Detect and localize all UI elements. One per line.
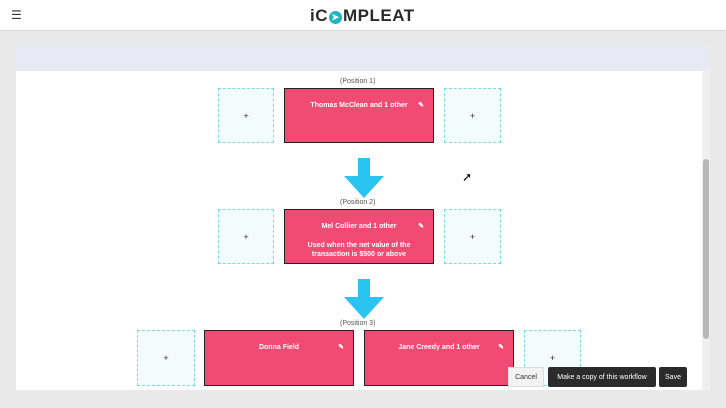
plus-icon: + [549,353,556,363]
logo-o-icon: ➤ [329,11,342,24]
position-label: (Position 1) [340,78,376,85]
position-label: (Position 2) [340,199,376,206]
panel-header [16,45,710,71]
approver-card[interactable]: Jane Creedy and 1 other ✎ [364,330,514,386]
plus-icon: + [469,231,476,242]
cancel-button[interactable]: Cancel [508,367,544,387]
add-approver-slot[interactable]: + [137,330,195,386]
approver-name: Thomas McClean and 1 other [310,102,408,109]
approver-name: Jane Creedy and 1 other [398,344,480,351]
approver-card[interactable]: Thomas McClean and 1 other ✎ [284,88,434,143]
approver-description: Used when the net value of the transacti… [307,242,411,258]
plus-icon: + [243,110,249,121]
save-button[interactable]: Save [659,367,687,387]
scrollbar-thumb[interactable] [703,159,709,339]
pencil-icon[interactable]: ✎ [418,223,424,230]
hamburger-icon[interactable]: ☰ [11,8,22,22]
down-arrow-icon [344,158,384,198]
plus-icon: + [243,231,249,242]
plus-icon: + [163,353,169,363]
copy-workflow-button[interactable]: Make a copy of this workflow [548,367,656,387]
approver-name: Donna Field [258,344,300,351]
add-approver-slot[interactable]: + [218,88,274,143]
add-approver-slot[interactable]: + [444,209,501,264]
vertical-scrollbar[interactable] [702,71,710,390]
pencil-icon[interactable]: ✎ [338,344,344,351]
plus-icon: + [469,110,476,121]
position-label: (Position 3) [340,320,376,327]
logo: iC➤MPLEAT [310,6,415,25]
mouse-cursor-icon: ➚ [462,170,473,184]
add-approver-slot[interactable]: + [218,209,274,264]
top-bar: ☰ iC➤MPLEAT [0,0,726,31]
approver-card[interactable]: Donna Field ✎ [204,330,354,386]
approver-card[interactable]: Mel Collier and 1 other Used when the ne… [284,209,434,264]
add-approver-slot[interactable]: + [444,88,501,143]
approver-name: Mel Collier and 1 other [321,223,397,230]
workflow-panel: (Position 1) + Thomas McClean and 1 othe… [16,45,710,390]
pencil-icon[interactable]: ✎ [418,102,424,109]
down-arrow-icon [344,279,384,319]
pencil-icon[interactable]: ✎ [498,344,504,351]
